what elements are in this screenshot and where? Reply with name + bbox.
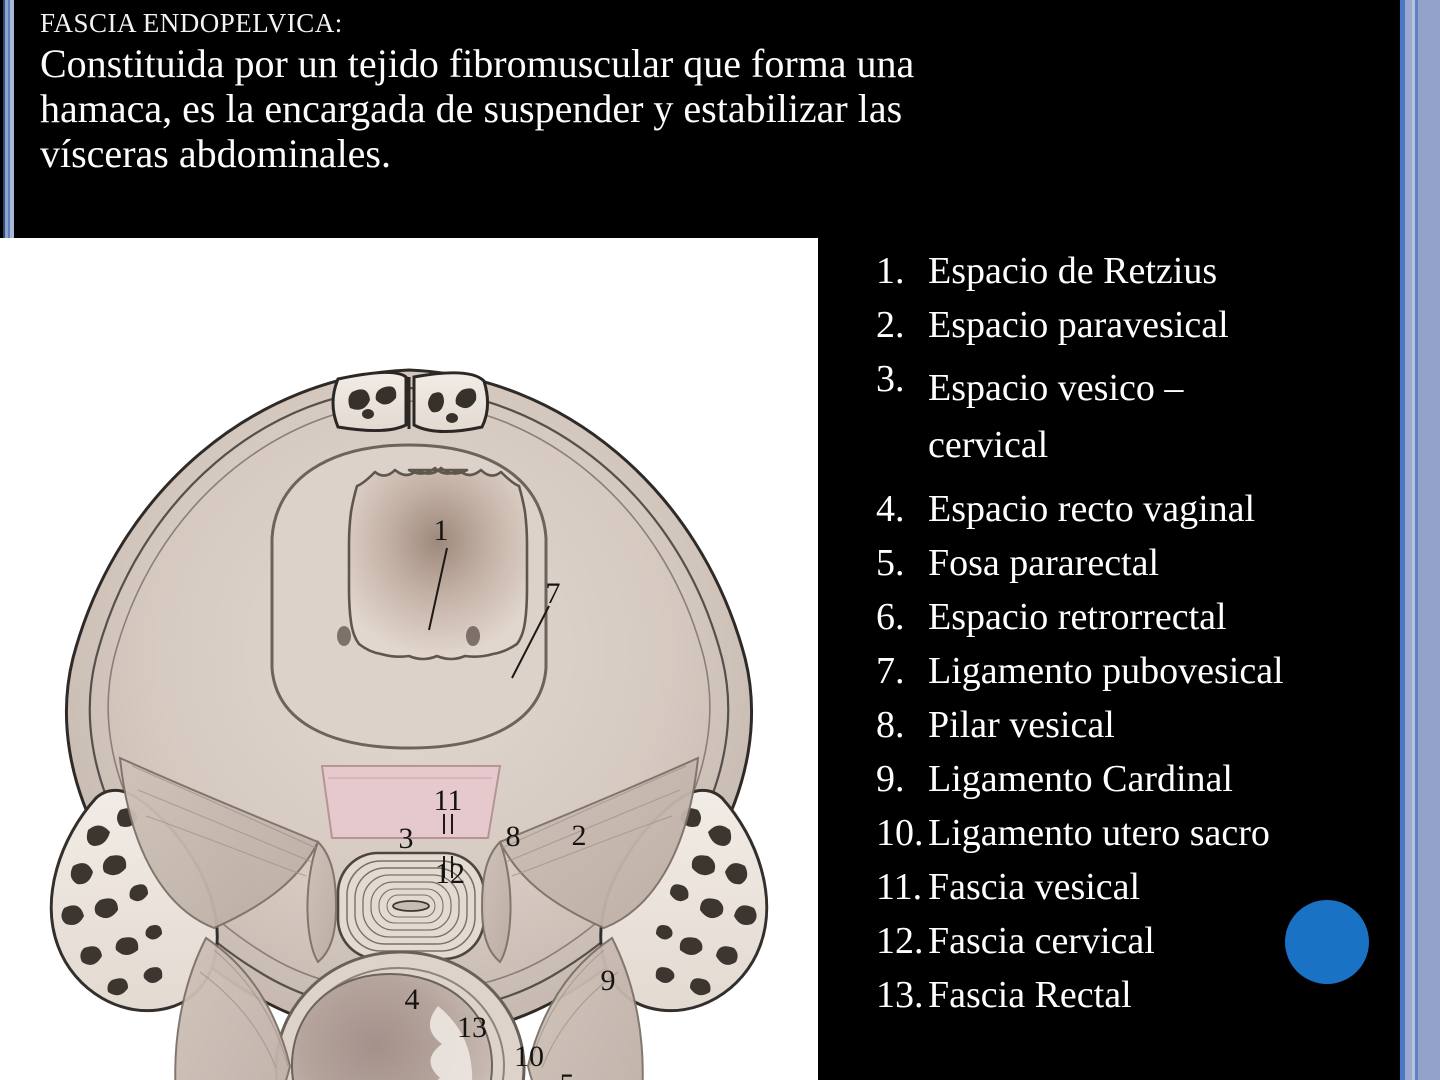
blue-accent-circle (1285, 900, 1369, 984)
bladder (270, 443, 548, 750)
legend-item-number: 10. (876, 812, 924, 854)
legend-item-number: 13. (876, 974, 924, 1016)
right-stripe-5 (1418, 0, 1440, 1080)
legend-item-number: 1. (876, 250, 905, 292)
anatomy-illustration: 1 7 11 3 8 2 12 9 4 13 10 5 6 (0, 238, 818, 1080)
legend-item-number: 6. (876, 596, 905, 638)
legend-item: 12.Fascia cervical (876, 922, 1440, 960)
callout-3: 3 (399, 822, 414, 855)
legend-item-label: Ligamento Cardinal (928, 758, 1233, 800)
right-stripe-1 (1400, 0, 1405, 1080)
callout-12: 12 (435, 857, 465, 890)
legend-item: 5. Fosa pararectal (876, 544, 1440, 582)
legend-list: 1. Espacio de Retzius 2. Espacio paravesica… (836, 252, 1440, 1030)
legend-item-number: 7. (876, 650, 905, 692)
anatomy-figure: 1 7 11 3 8 2 12 9 4 13 10 5 6 (0, 238, 818, 1080)
legend-item-number: 3. (876, 358, 905, 400)
legend-item: 9. Ligamento Cardinal (876, 760, 1440, 798)
callout-10: 10 (514, 1040, 544, 1073)
legend-item: 13.Fascia Rectal (876, 976, 1440, 1014)
description-line-2: hamaca, es la encargada de suspender y e… (40, 86, 903, 132)
legend-item: 1. Espacio de Retzius (876, 252, 1440, 290)
legend-item-label: Ligamento utero sacro (928, 812, 1270, 854)
description-text: Constituida por un tejido fibromuscular … (40, 41, 915, 177)
right-stripe-3 (1412, 0, 1415, 1080)
legend-item-label: Espacio de Retzius (928, 250, 1218, 292)
legend-item: 3. Espacio vesico – cervical (876, 360, 1440, 474)
legend-item-label: Espacio retrorrectal (928, 596, 1227, 638)
legend-item-number: 11. (876, 866, 923, 908)
legend-item-label: Fosa pararectal (928, 542, 1160, 584)
callout-9: 9 (601, 964, 616, 997)
rectum (274, 950, 526, 1080)
callout-leader-lines (428, 547, 550, 878)
right-stripe-4 (1415, 0, 1418, 1080)
legend-item-number: 12. (876, 920, 924, 962)
legend-item-label: Ligamento pubovesical (928, 650, 1284, 692)
cervix-band (320, 765, 502, 839)
pubic-bones (331, 370, 489, 434)
legend-item-label: Fascia vesical (928, 866, 1141, 908)
legend-item-label: Fascia cervical (928, 920, 1155, 962)
legend-item-label: Espacio recto vaginal (928, 488, 1256, 530)
legend-item-label: Espacio paravesical (928, 304, 1229, 346)
legend-item: 7. Ligamento pubovesical (876, 652, 1440, 690)
legend-item-number: 9. (876, 758, 905, 800)
legend-item-number: 2. (876, 304, 905, 346)
right-border-decoration (1400, 0, 1440, 1080)
callout-4: 4 (405, 983, 420, 1016)
callout-13: 13 (457, 1011, 487, 1044)
legend-item: 11.Fascia vesical (876, 868, 1440, 906)
fascia-striations (131, 765, 687, 1069)
callout-5: 5 (560, 1068, 575, 1080)
legend-item: 6. Espacio retrorrectal (876, 598, 1440, 636)
description-line-1: Constituida por un tejido fibromuscular … (40, 41, 915, 87)
description-line-3: vísceras abdominales. (40, 131, 391, 177)
callout-numbers: 1 7 11 3 8 2 12 9 4 13 10 5 6 (399, 514, 616, 1080)
callout-2: 2 (572, 819, 587, 852)
header-block: FASCIA ENDOPELVICA: Constituida por un t… (0, 0, 915, 177)
page-title-text: FASCIA ENDOPELVICA: (40, 8, 343, 38)
callout-1: 1 (434, 514, 449, 547)
callout-11: 11 (434, 784, 463, 817)
legend-item-number: 8. (876, 704, 905, 746)
legend-item-number: 5. (876, 542, 905, 584)
legend-item: 2. Espacio paravesical (876, 306, 1440, 344)
legend-item-label: Pilar vesical (928, 704, 1115, 746)
callout-7: 7 (546, 577, 561, 610)
page-title: FASCIA ENDOPELVICA: (40, 8, 830, 39)
legend-item-number: 4. (876, 488, 905, 530)
legend-item-label: Espacio vesico – cervical (928, 367, 1184, 466)
legend-item: 4. Espacio recto vaginal (876, 490, 1440, 528)
legend-item: 8. Pilar vesical (876, 706, 1440, 744)
right-stripe-2 (1405, 0, 1412, 1080)
callout-8: 8 (506, 820, 521, 853)
legend-item: 10.Ligamento utero sacro (876, 814, 1440, 852)
legend-item-label: Fascia Rectal (928, 974, 1132, 1016)
